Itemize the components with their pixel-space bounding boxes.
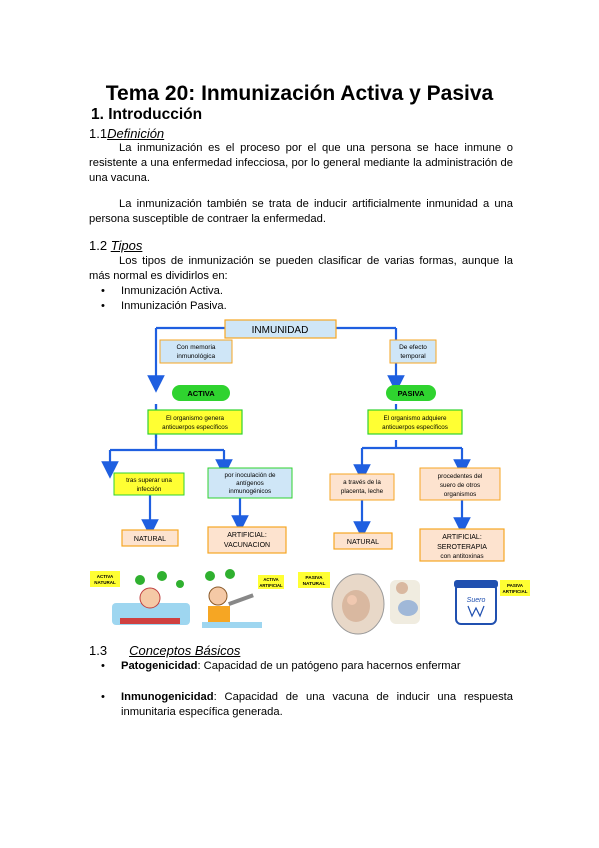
breastfeeding-illustration bbox=[390, 580, 420, 624]
p2-line: procedentes del bbox=[438, 473, 483, 480]
vaccination-illustration bbox=[202, 569, 262, 628]
pasiva-desc-line: El organismo adquiere bbox=[383, 415, 447, 422]
artificial-activa-box bbox=[207, 526, 287, 554]
artificial-activa-line: ARTIFICIAL: bbox=[227, 532, 267, 539]
tipos-text: Los tipos de inmunización se pueden clas… bbox=[89, 255, 513, 282]
list-item: •Inmunización Activa. bbox=[101, 285, 223, 297]
placenta-illustration bbox=[331, 573, 385, 635]
pasiva-desc-box bbox=[367, 409, 463, 435]
tag-line: ACTIVA bbox=[97, 574, 114, 579]
subsection-label: Definición bbox=[107, 126, 165, 141]
pasiva-label: PASIVA bbox=[398, 389, 425, 398]
activa-artificial-tag bbox=[258, 575, 284, 589]
subsection-number: 1.3 bbox=[89, 643, 108, 658]
note-box-right bbox=[389, 339, 437, 364]
inmunidad-diagram: INMUNIDAD Con memoria inmunológica De ef… bbox=[90, 319, 530, 635]
tipos-paragraph: Los tipos de inmunización se pueden clas… bbox=[89, 254, 513, 284]
artificial-pasiva-line: ARTIFICIAL: bbox=[442, 534, 482, 541]
activa-desc-line: anticuerpos específicos bbox=[162, 424, 228, 431]
tag-line: NATURAL bbox=[303, 581, 326, 587]
root-label: INMUNIDAD bbox=[252, 325, 309, 336]
p1-line: placenta, leche bbox=[341, 488, 384, 495]
artificial-pasiva-line: SEROTERAPIA bbox=[437, 544, 487, 551]
list-item: • Inmunogenicidad: Capacidad de una vacu… bbox=[101, 691, 513, 718]
serum-jar-label: Suero bbox=[467, 597, 486, 604]
definition-paragraph-1: La inmunización es el proceso por el que… bbox=[89, 141, 513, 186]
subsection-number: 1.2 bbox=[89, 238, 108, 253]
pasiva-desc-line: anticuerpos específicos bbox=[382, 424, 448, 431]
activa-desc-box bbox=[147, 409, 243, 435]
subsection-label: Conceptos Básicos bbox=[129, 643, 241, 658]
tag-line: ARTIFICIAL bbox=[503, 589, 528, 594]
definition-paragraph-2: La inmunización también se trata de indu… bbox=[89, 197, 513, 227]
subsection-number: 1.1 bbox=[89, 126, 108, 141]
tras-superar-box bbox=[113, 472, 185, 496]
concept-desc: : Capacidad de un patógeno para hacernos… bbox=[197, 660, 461, 672]
tag-line: NATURAL bbox=[94, 580, 116, 585]
note-left-line: Con memoria bbox=[176, 344, 215, 351]
suero-box bbox=[419, 467, 501, 501]
tag-line: PASIVA bbox=[507, 583, 524, 588]
tag-line: PASIVA bbox=[305, 575, 323, 581]
note-right-line: temporal bbox=[400, 353, 426, 360]
definition-text-2: La inmunización también se trata de indu… bbox=[89, 198, 513, 225]
activa-label: ACTIVA bbox=[187, 389, 215, 398]
subsection-label: Tipos bbox=[110, 238, 143, 253]
natural-pasiva-label: NATURAL bbox=[347, 539, 379, 546]
subsection-heading-conceptos: 1.3 Conceptos Básicos bbox=[89, 643, 240, 658]
activa-box bbox=[172, 385, 230, 401]
illustration-strip: ACTIVA NATURAL ACTIVA ARTIFICIAL PASIVA … bbox=[90, 569, 530, 635]
tag-line: ACTIVA bbox=[263, 577, 278, 582]
pasiva-artificial-tag bbox=[500, 580, 530, 596]
natural-pasiva-box bbox=[333, 532, 393, 550]
placenta-box bbox=[329, 473, 395, 501]
subsection-heading-tipos: 1.2 Tipos bbox=[89, 238, 142, 253]
serum-jar-illustration: Suero bbox=[454, 580, 498, 625]
subsection-heading-definicion: 1.1Definición bbox=[89, 126, 164, 141]
a2-line: inmunogénicos bbox=[229, 488, 271, 495]
p2-line: suero de otros bbox=[440, 482, 480, 489]
list-item-text: Inmunización Pasiva. bbox=[121, 300, 227, 312]
natural-activa-box bbox=[121, 529, 179, 547]
note-box-left bbox=[159, 339, 233, 364]
a1-line: infección bbox=[137, 486, 162, 493]
activa-natural-tag bbox=[90, 571, 120, 587]
artificial-activa-line: VACUNACION bbox=[224, 542, 270, 549]
section-heading-introduccion: 1. Introducción bbox=[91, 106, 203, 123]
concept-desc: : Capacidad de una vacuna de inducir una… bbox=[121, 691, 513, 718]
p2-line: organismos bbox=[444, 491, 477, 498]
list-item: • Patogenicidad: Capacidad de un patógen… bbox=[101, 660, 461, 672]
artificial-pasiva-line: con antitoxinas bbox=[440, 553, 484, 560]
pasiva-box bbox=[386, 385, 436, 401]
concept-term: Inmunogenicidad bbox=[121, 691, 214, 703]
a2-line: por inoculación de bbox=[224, 472, 276, 479]
inoculacion-box bbox=[207, 467, 293, 499]
root-box bbox=[224, 319, 337, 339]
pasiva-natural-tag bbox=[298, 572, 330, 588]
page-title: Tema 20: Inmunización Activa y Pasiva bbox=[105, 82, 494, 105]
tag-line: ARTIFICIAL bbox=[259, 583, 283, 588]
definition-text-1: La inmunización es el proceso por el que… bbox=[89, 142, 513, 184]
activa-desc-line: El organismo genera bbox=[166, 415, 225, 422]
artificial-pasiva-box bbox=[419, 528, 505, 562]
concept-term: Patogenicidad bbox=[121, 660, 198, 672]
sick-child-illustration bbox=[112, 571, 190, 625]
p1-line: a través de la bbox=[343, 479, 381, 486]
a2-line: antígenos bbox=[236, 480, 264, 487]
note-right-line: De efecto bbox=[399, 344, 427, 351]
list-item-text: Inmunización Activa. bbox=[121, 285, 223, 297]
a1-line: tras superar una bbox=[126, 477, 172, 484]
list-item: •Inmunización Pasiva. bbox=[101, 300, 227, 312]
natural-activa-label: NATURAL bbox=[134, 536, 166, 543]
note-left-line: inmunológica bbox=[177, 353, 216, 360]
